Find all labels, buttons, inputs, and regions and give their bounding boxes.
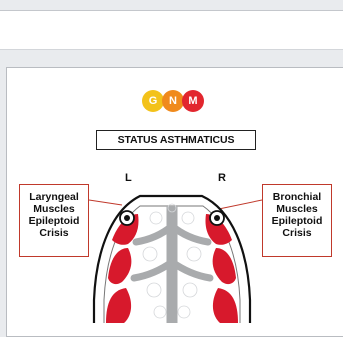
- callout-left: Laryngeal Muscles Epileptoid Crisis: [19, 184, 89, 257]
- callout-left-line-1: Laryngeal: [20, 191, 88, 203]
- callout-left-line-3: Epileptoid: [20, 215, 88, 227]
- callout-right: Bronchial Muscles Epileptoid Crisis: [262, 184, 332, 257]
- target-marker-right: [210, 211, 224, 225]
- callout-left-line-2: Muscles: [20, 203, 88, 215]
- callout-right-line-3: Epileptoid: [263, 215, 331, 227]
- callout-right-line-2: Muscles: [263, 203, 331, 215]
- connector-right: [214, 200, 262, 210]
- callout-left-line-4: Crisis: [20, 227, 88, 239]
- callout-right-line-4: Crisis: [263, 227, 331, 239]
- lung-diagram: [0, 0, 343, 323]
- target-marker-left: [120, 211, 134, 225]
- connector-left: [89, 200, 122, 205]
- callout-right-line-1: Bronchial: [263, 191, 331, 203]
